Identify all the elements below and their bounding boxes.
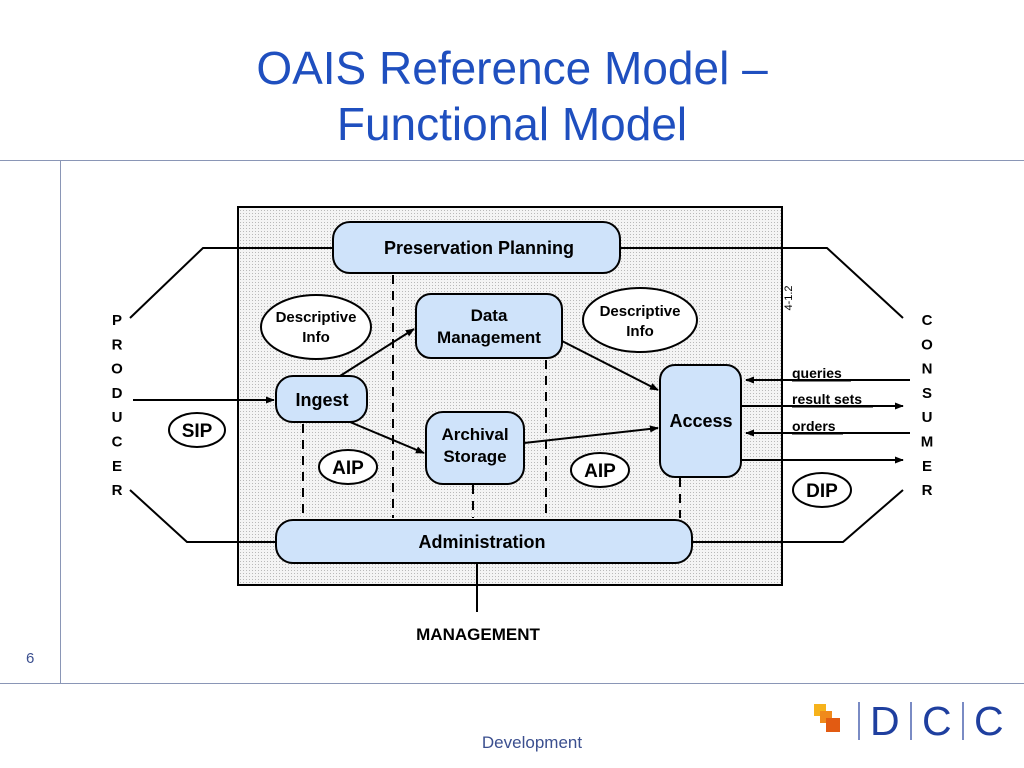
archival-storage-label-line2: Storage [443,447,506,466]
aip-left-ellipse: AIP [318,449,378,485]
descriptive-info-right-line2: Info [626,323,654,340]
page-number: 6 [26,650,35,667]
consumer-letter: M [921,434,934,451]
logo-squares-icon [814,704,840,732]
ingest-to-data-mgmt-arrow [339,328,415,377]
data-mgmt-to-access-arrow [561,340,659,391]
queries-label: queries [792,365,842,381]
descriptive-info-right-line1: Descriptive [600,303,681,320]
ingest-to-storage-arrow [349,421,425,454]
administration-label: Administration [418,532,545,552]
producer-letter: O [111,361,123,378]
slide-title-line1: OAIS Reference Model – [256,42,768,94]
logo-letter-c2: C [974,698,1004,744]
logo-separator [858,702,860,740]
logo-letter-d: D [870,698,900,744]
descriptive-info-left: Descriptive Info [260,294,372,360]
storage-to-access-arrow [523,425,659,444]
consumer-letter: E [922,458,932,475]
data-management-label-line2: Management [437,328,541,347]
producer-admin-line [129,489,276,543]
logo-separator [962,702,964,740]
management-label: MANAGEMENT [416,625,540,644]
producer-letter: U [112,409,123,426]
descriptive-info-left-line1: Descriptive [276,309,357,326]
producer-letter: D [112,385,123,402]
header-divider [0,160,1024,161]
producer-letter: C [112,434,123,451]
consumer-letter: C [922,312,933,329]
orders-label: orders [792,418,836,434]
consumer-letter: R [922,482,933,499]
dip-label: DIP [806,481,838,502]
producer-planning-line [129,247,333,319]
consumer-letter: S [922,385,932,402]
consumer-planning-line [620,247,904,319]
logo-separator [910,702,912,740]
dcc-logo: D C C [812,698,1012,746]
sip-ellipse: SIP [168,412,226,448]
access-box: Access [659,364,742,478]
consumer-admin-line [692,489,904,543]
left-margin-line [60,160,61,683]
consumer-letter: U [922,409,933,426]
data-management-label-line1: Data [471,306,508,325]
descriptive-info-right: Descriptive Info [582,287,698,353]
ingest-box: Ingest [275,375,368,423]
administration-box: Administration [275,519,693,564]
producer-letter: E [112,458,122,475]
consumer-letter: N [922,361,933,378]
archival-storage-label-line1: Archival [441,425,508,444]
figure-id: 4-1.2 [783,285,795,310]
ingest-label: Ingest [295,390,348,410]
producer-letter: R [112,336,123,353]
aip-left-label: AIP [332,458,364,479]
aip-right-label: AIP [584,461,616,482]
access-label: Access [669,411,732,431]
producer-letter: R [112,482,123,499]
archival-storage-box: Archival Storage [425,411,525,485]
slide-title: OAIS Reference Model – Functional Model [0,40,1024,152]
slide-title-line2: Functional Model [336,98,688,150]
aip-right-ellipse: AIP [570,452,630,488]
preservation-planning-label: Preservation Planning [384,238,574,258]
consumer-letter: O [921,336,933,353]
footer-divider [0,683,1024,684]
preservation-planning-box: Preservation Planning [332,221,621,274]
descriptive-info-left-line2: Info [302,329,330,346]
result-sets-label: result sets [792,391,862,407]
data-management-box: Data Management [415,293,563,359]
footer-text: Development [481,733,583,752]
sip-label: SIP [182,421,213,442]
logo-letter-c1: C [922,698,952,744]
producer-letter: P [112,312,122,329]
dip-ellipse: DIP [792,472,852,508]
